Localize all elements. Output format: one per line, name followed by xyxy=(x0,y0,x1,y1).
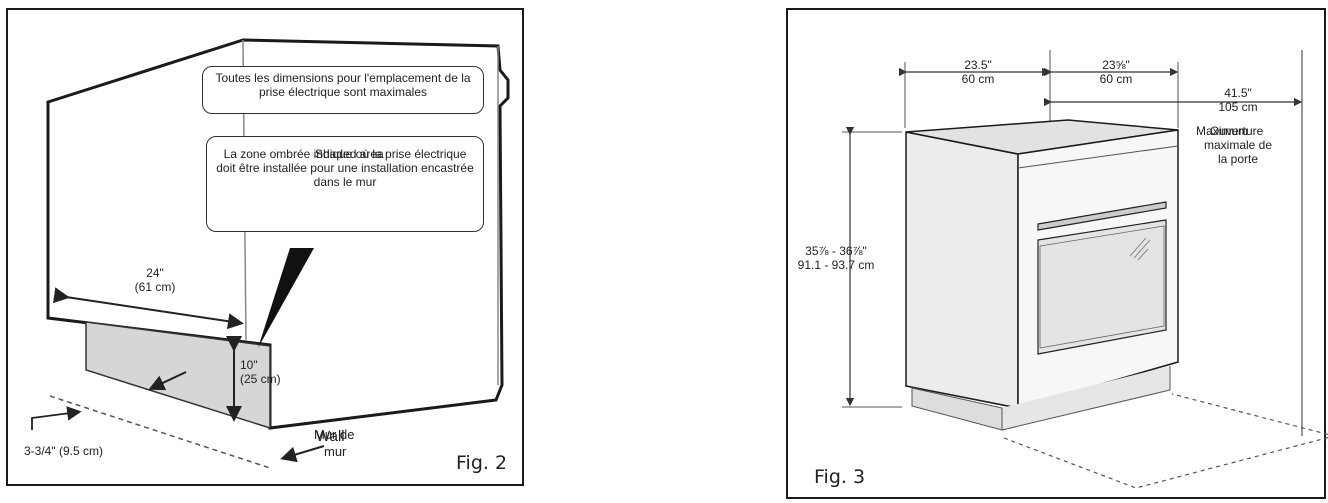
floor-dashed-line xyxy=(49,395,271,469)
callout-max-dimensions: Toutes les dimensions pour l'emplacement… xyxy=(202,66,484,114)
height-cm: (25 cm) xyxy=(240,372,281,386)
depth-dimension-label: 3-3/4" (9.5 cm) xyxy=(24,444,103,458)
height-cm: 91.1 - 93.7 cm xyxy=(797,258,875,272)
depth-cm: 60 cm xyxy=(1099,72,1133,86)
height-inches: 35⅞ - 36⅞" xyxy=(805,244,867,258)
wall-fr-text-2: mur xyxy=(324,444,347,459)
width-cm: (61 cm) xyxy=(134,280,176,294)
callout-shaded-zone: La zone ombrée indique où la prise élect… xyxy=(206,136,484,232)
callout-zone-overlay-text: Shaded area xyxy=(315,147,384,161)
door-cm: 105 cm xyxy=(1218,100,1258,114)
pointer-wedge xyxy=(258,248,314,348)
width-dimension-label: 23.5" 60 cm xyxy=(938,58,1018,86)
width-cm: 60 cm xyxy=(961,72,995,86)
width-dimension-arrow xyxy=(52,287,244,330)
figure-label: Fig. 3 xyxy=(814,466,866,488)
range-side-panel xyxy=(905,131,1019,409)
floor-footprint-dashed xyxy=(1003,393,1328,489)
door-fr-text-1: Ouverture xyxy=(1210,124,1264,138)
depth-arrow xyxy=(31,406,82,430)
depth-inches: 23⅝" xyxy=(1102,58,1130,72)
wall-en-text: Wall xyxy=(316,428,345,445)
height-dimension-label: 35⅞ - 36⅞" 91.1 - 93.7 cm xyxy=(786,244,886,272)
width-inches: 23.5" xyxy=(964,58,992,72)
height-dimension-label: 10" (25 cm) xyxy=(240,358,281,386)
figure-2-panel: Toutes les dimensions pour l'emplacement… xyxy=(6,8,524,486)
width-dimension-label: 24" (61 cm) xyxy=(120,266,190,294)
wall-arrow xyxy=(280,445,325,463)
door-opening-label: Maximum Ouverture maximale de la porte xyxy=(1188,124,1288,166)
oven-handle xyxy=(1037,201,1167,231)
oven-window xyxy=(1037,219,1167,355)
door-en-text: Maximum xyxy=(1196,124,1249,138)
outlet-arrow xyxy=(148,371,187,391)
callout-max-text: Toutes les dimensions pour l'emplacement… xyxy=(215,71,471,99)
figure-label: Fig. 2 xyxy=(456,452,508,474)
door-inches: 41.5" xyxy=(1224,86,1252,100)
door-fr-text-3: la porte xyxy=(1217,152,1259,166)
width-inches: 24" xyxy=(146,266,164,280)
depth-dimension-label: 23⅝" 60 cm xyxy=(1076,58,1156,86)
wall-fr-text: Mur de xyxy=(314,427,355,442)
range-drawing xyxy=(842,50,1328,489)
door-fr-text-2: maximale de xyxy=(1203,138,1273,152)
height-inches: 10" xyxy=(240,358,258,372)
figure-3-panel: 23.5" 60 cm 23⅝" 60 cm 41.5" 105 cm Maxi… xyxy=(786,8,1328,499)
door-dimension-label: 41.5" 105 cm xyxy=(1198,86,1278,114)
callout-zone-text: La zone ombrée indique où la prise élect… xyxy=(216,147,474,189)
